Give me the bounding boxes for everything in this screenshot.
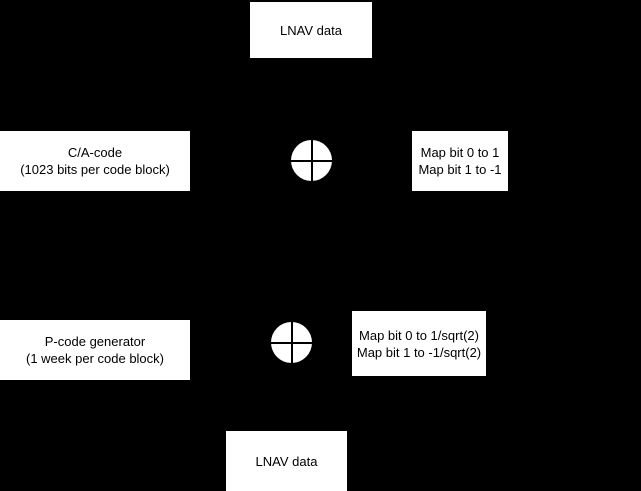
block-label-line: Map bit 0 to 1/sqrt(2) <box>359 327 479 343</box>
mixer-circle-ca-icon <box>291 140 332 181</box>
block-label-line: LNAV data <box>255 453 318 469</box>
mixer-horizontal-bar <box>291 159 332 162</box>
block-p-code-generator: P-code generator (1 week per code block) <box>0 320 190 380</box>
block-label-line: (1023 bits per code block) <box>20 162 170 177</box>
block-label-line: Map bit 1 to -1 <box>418 162 502 177</box>
block-label-line: C/A-code <box>67 145 123 160</box>
block-label-line: (1 week per code block) <box>25 351 164 366</box>
block-label-line: Map bit 1 to -1/sqrt(2) <box>356 344 482 360</box>
mixer-horizontal-bar <box>271 341 312 344</box>
block-lnav-data-bottom: LNAV data <box>226 431 347 491</box>
block-label-line: P-code generator <box>44 334 146 349</box>
block-map-bit-ca: Map bit 0 to 1 Map bit 1 to -1 <box>412 131 508 191</box>
mixer-circle-p-icon <box>271 322 312 363</box>
block-label-line: Map bit 0 to 1 <box>420 145 500 160</box>
block-ca-code: C/A-code (1023 bits per code block) <box>0 131 190 191</box>
block-map-bit-p: Map bit 0 to 1/sqrt(2) Map bit 1 to -1/s… <box>352 311 486 376</box>
block-lnav-data-top: LNAV data <box>250 2 372 58</box>
block-label-line: LNAV data <box>280 22 342 38</box>
